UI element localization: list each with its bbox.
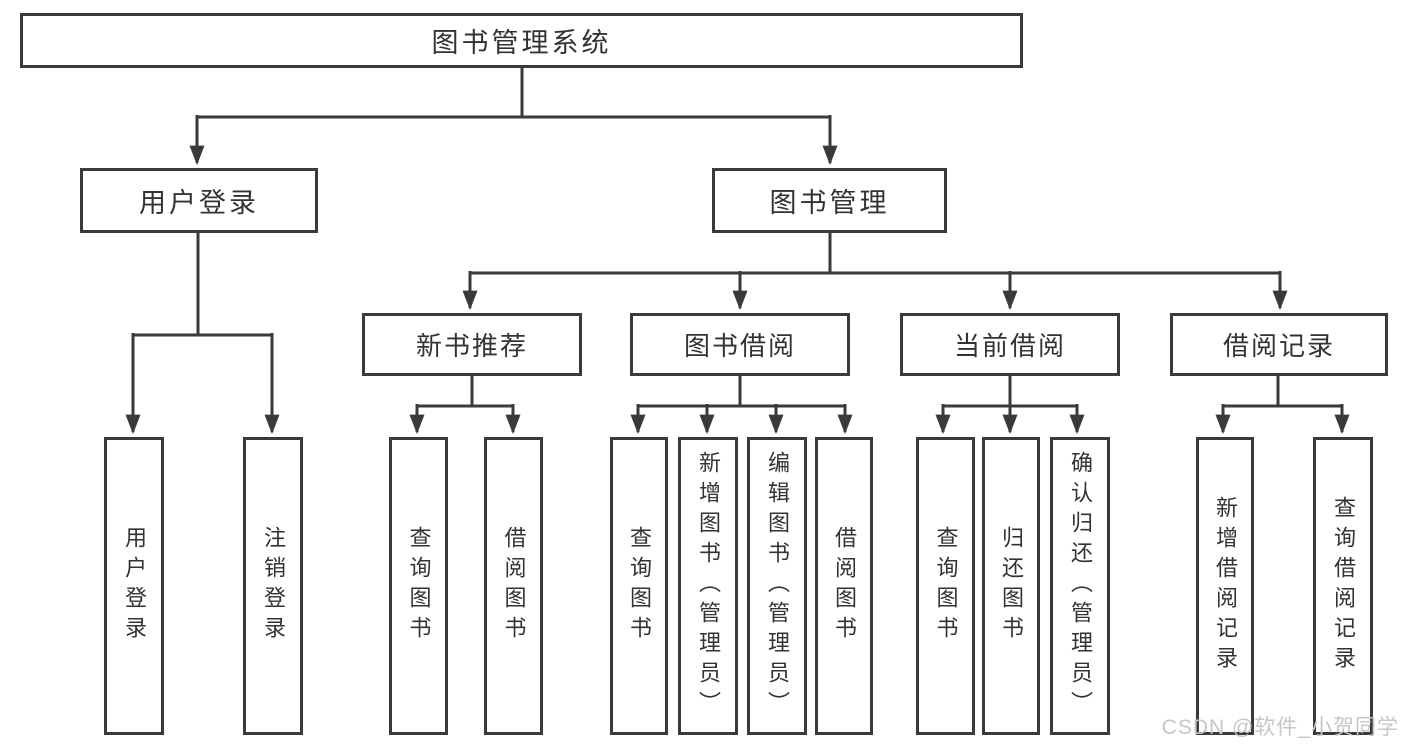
leaf-borrowing-borrow-books: 借阅图书	[815, 437, 873, 735]
leaf-add-borrow-record: 新增借阅记录	[1196, 437, 1254, 735]
leaf-current-query-books-label: 查询图书	[933, 526, 959, 646]
leaf-add-books-admin: 新增图书（管理员）	[678, 437, 738, 735]
node-library-system: 图书管理系统	[20, 13, 1023, 68]
leaf-confirm-return-admin-label: 确认归还（管理员）	[1068, 451, 1093, 721]
node-current-borrowing: 当前借阅	[900, 313, 1120, 376]
node-book-borrowing: 图书借阅	[630, 313, 850, 376]
leaf-recommend-borrow-books: 借阅图书	[484, 437, 543, 735]
leaf-return-books: 归还图书	[982, 437, 1040, 735]
leaf-borrowing-query-books: 查询图书	[610, 437, 668, 735]
node-new-book-recommend: 新书推荐	[362, 313, 582, 376]
leaf-recommend-borrow-books-label: 借阅图书	[501, 526, 527, 646]
leaf-current-query-books: 查询图书	[916, 437, 975, 735]
leaf-add-borrow-record-label: 新增借阅记录	[1213, 496, 1238, 676]
leaf-logout: 注销登录	[243, 437, 303, 735]
leaf-confirm-return-admin: 确认归还（管理员）	[1050, 437, 1110, 735]
leaf-query-borrow-record-label: 查询借阅记录	[1331, 496, 1356, 676]
watermark: CSDN @软件_小贺同学	[1161, 716, 1399, 739]
leaf-query-borrow-record: 查询借阅记录	[1313, 437, 1373, 735]
leaf-logout-label: 注销登录	[261, 526, 286, 646]
leaf-recommend-query-books: 查询图书	[389, 437, 448, 735]
leaf-user-login-label: 用户登录	[122, 526, 147, 646]
leaf-edit-books-admin-label: 编辑图书（管理员）	[765, 451, 790, 721]
leaf-edit-books-admin: 编辑图书（管理员）	[747, 437, 807, 735]
leaf-recommend-query-books-label: 查询图书	[406, 526, 432, 646]
leaf-borrowing-query-books-label: 查询图书	[627, 526, 652, 646]
leaf-user-login: 用户登录	[104, 437, 164, 735]
leaf-add-books-admin-label: 新增图书（管理员）	[696, 451, 721, 721]
leaf-return-books-label: 归还图书	[999, 526, 1024, 646]
node-user-login: 用户登录	[80, 168, 318, 233]
leaf-borrowing-borrow-books-label: 借阅图书	[832, 526, 857, 646]
node-borrow-records: 借阅记录	[1170, 313, 1388, 376]
node-book-management: 图书管理	[712, 168, 947, 233]
